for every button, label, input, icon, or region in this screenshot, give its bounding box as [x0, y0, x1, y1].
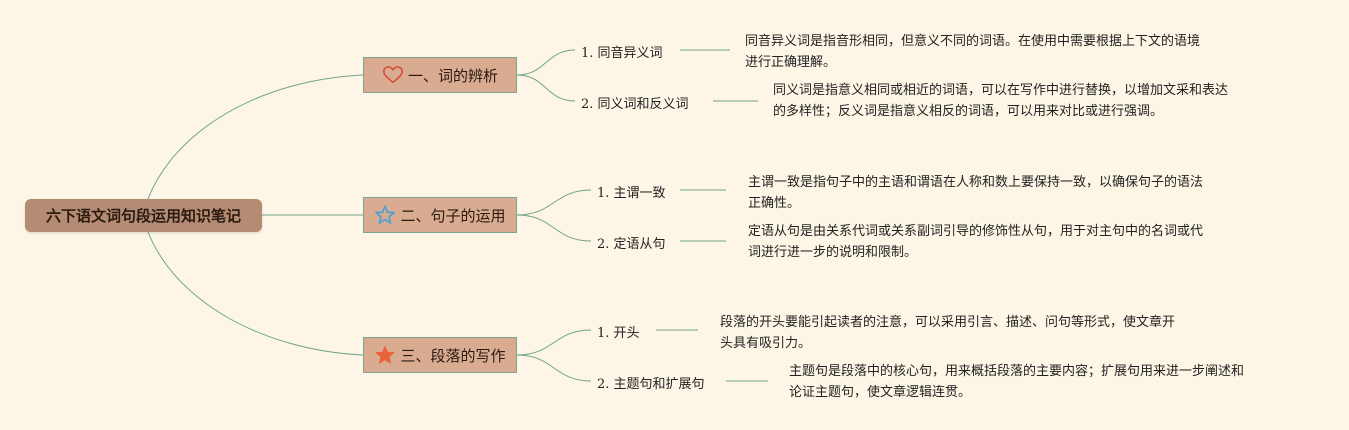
- branch-label: 二、句子的运用: [400, 206, 506, 225]
- star-outline-icon: [374, 204, 396, 226]
- root-node[interactable]: 六下语文词句段运用知识笔记: [25, 199, 262, 232]
- note-line: 同音异义词是指音形相同，但意义不同的词语。在使用中需要根据上下文的语境: [745, 34, 1201, 49]
- branch-paragraph-writing[interactable]: 三、段落的写作: [363, 337, 517, 373]
- leaf-opening[interactable]: 1. 开头: [597, 326, 640, 341]
- note-relative-clause: 定语从句是由关系代词或关系副词引导的修饰性从句，用于对主句中的名词或代 词进行进…: [748, 221, 1203, 263]
- connector-branch-2-leaf-2: [516, 214, 592, 242]
- note-line: 正确性。: [748, 196, 801, 211]
- note-subject-verb-agreement: 主谓一致是指句子中的主语和谓语在人称和数上要保持一致，以确保句子的语法 正确性。: [748, 172, 1203, 214]
- connector-branch-3-leaf-1: [516, 329, 592, 356]
- star-filled-icon: [374, 344, 396, 366]
- branch-label: 一、词的辨析: [407, 66, 498, 85]
- note-homophones: 同音异义词是指音形相同，但意义不同的词语。在使用中需要根据上下文的语境 进行正确…: [745, 31, 1200, 73]
- note-line: 论证主题句，使文章逻辑连贯。: [789, 385, 972, 400]
- connector-root-branch-1: [147, 74, 364, 200]
- connector-branch-1-leaf-1: [516, 49, 576, 76]
- connector-root-branch-3: [147, 231, 364, 356]
- note-line: 词进行进一步的说明和限制。: [748, 245, 918, 260]
- branch-word-distinction[interactable]: 一、词的辨析: [363, 57, 517, 93]
- leaf-relative-clause[interactable]: 2. 定语从句: [597, 237, 666, 252]
- root-label: 六下语文词句段运用知识笔记: [45, 207, 241, 225]
- branch-sentence-usage[interactable]: 二、句子的运用: [363, 197, 517, 233]
- leaf-homophones[interactable]: 1. 同音异义词: [581, 46, 663, 61]
- note-line: 段落的开头要能引起读者的注意，可以采用引言、描述、问句等形式，使文章开: [720, 315, 1176, 330]
- branch-label: 三、段落的写作: [400, 346, 506, 365]
- note-line: 头具有吸引力。: [720, 336, 812, 351]
- connector-branch-2-leaf-1: [516, 189, 592, 216]
- note-line: 同义词是指意义相同或相近的词语，可以在写作中进行替换，以增加文采和表达: [773, 83, 1229, 98]
- connector-branch-3-leaf-2: [516, 354, 592, 382]
- leaf-subject-verb-agreement[interactable]: 1. 主谓一致: [597, 186, 666, 201]
- note-line: 定语从句是由关系代词或关系副词引导的修饰性从句，用于对主句中的名词或代: [748, 224, 1204, 239]
- note-line: 主谓一致是指句子中的主语和谓语在人称和数上要保持一致，以确保句子的语法: [748, 175, 1204, 190]
- leaf-synonyms-antonyms[interactable]: 2. 同义词和反义词: [581, 97, 689, 112]
- note-line: 进行正确理解。: [745, 55, 837, 70]
- note-opening: 段落的开头要能引起读者的注意，可以采用引言、描述、问句等形式，使文章开 头具有吸…: [720, 312, 1175, 354]
- note-topic-and-extension: 主题句是段落中的核心句，用来概括段落的主要内容；扩展句用来进一步阐述和 论证主题…: [789, 361, 1244, 403]
- heart-icon: [382, 64, 404, 86]
- connector-branch-1-leaf-2: [516, 74, 576, 102]
- note-line: 主题句是段落中的核心句，用来概括段落的主要内容；扩展句用来进一步阐述和: [789, 364, 1245, 379]
- note-line: 的多样性；反义词是指意义相反的词语，可以用来对比或进行强调。: [773, 104, 1164, 119]
- note-synonyms-antonyms: 同义词是指意义相同或相近的词语，可以在写作中进行替换，以增加文采和表达 的多样性…: [773, 80, 1228, 122]
- leaf-topic-and-extension[interactable]: 2. 主题句和扩展句: [597, 377, 705, 392]
